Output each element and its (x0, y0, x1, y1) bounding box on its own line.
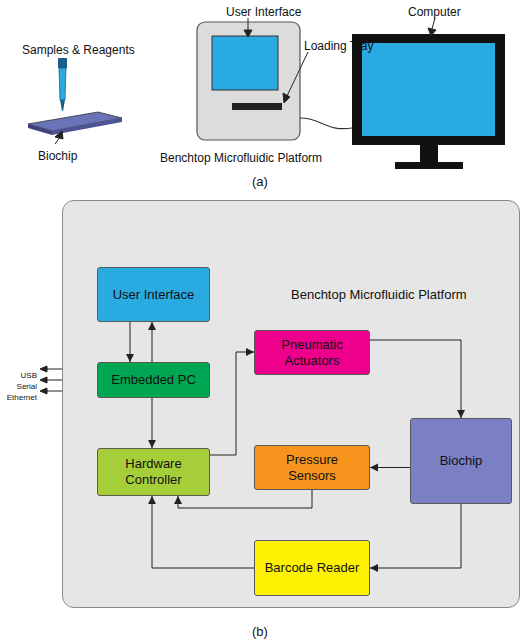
signal-arrow (210, 348, 254, 455)
figure-label: Computer (408, 5, 461, 19)
block-label: Pneumatic Actuators (261, 337, 363, 368)
figure-label: Benchtop Microfluidic Platform (160, 151, 322, 165)
block-label: Pressure Sensors (261, 452, 363, 483)
signal-arrow (370, 464, 410, 472)
signal-arrow (148, 496, 254, 568)
block-label: Barcode Reader (265, 560, 360, 576)
block-label: Hardware Controller (104, 456, 203, 487)
heading-slot: Benchtop Microfluidic Platform (291, 285, 467, 303)
arrow-head (370, 464, 378, 472)
arrow-head (457, 410, 465, 418)
port-label: USB (21, 371, 37, 380)
signal-arrow (148, 398, 156, 448)
label-slot: (a) (252, 172, 268, 190)
port-label: Serial (17, 382, 37, 391)
label-slot: USB (21, 364, 37, 382)
block-box: Hardware Controller (97, 448, 210, 496)
label-slot: User Interface (226, 2, 301, 20)
arrow-head (370, 564, 378, 572)
signal-arrow (370, 340, 465, 418)
block-label: Biochip (440, 453, 483, 469)
connector-line (370, 504, 461, 568)
block-label: Embedded PC (111, 372, 196, 388)
arrow-head (148, 496, 156, 504)
figure-label: User Interface (226, 5, 301, 19)
label-slot: Computer (408, 2, 461, 20)
signal-arrow (126, 322, 134, 362)
figure-label: Biochip (38, 149, 77, 163)
signal-arrow (370, 504, 461, 572)
signal-arrow (148, 322, 156, 362)
connector-line (152, 496, 254, 568)
connector-line (210, 352, 254, 455)
port-label: Ethernet (7, 393, 37, 402)
arrow-head (126, 354, 134, 362)
label-slot: Biochip (38, 146, 77, 164)
arrow-head (148, 440, 156, 448)
panel-tag: (b) (252, 624, 268, 639)
figure-label: Loading Tray (304, 39, 373, 53)
block-box: Barcode Reader (254, 540, 370, 596)
panel-heading: Benchtop Microfluidic Platform (291, 287, 467, 302)
arrow-head (174, 496, 182, 504)
platform-panel: Benchtop Microfluidic Platform User Inter… (62, 200, 520, 608)
connector-line (370, 340, 461, 418)
block-box: Pneumatic Actuators (254, 330, 370, 375)
panel-tag: (a) (252, 174, 268, 189)
block-label: User Interface (113, 287, 195, 303)
block-box: User Interface (97, 267, 210, 322)
block-box: Biochip (410, 418, 512, 504)
figure-label: Samples & Reagents (22, 43, 135, 57)
block-box: Pressure Sensors (254, 445, 370, 490)
arrow-head (148, 322, 156, 330)
label-slot: Loading Tray (304, 36, 373, 54)
label-slot: Samples & Reagents (22, 40, 135, 58)
arrow-head (246, 348, 254, 356)
label-slot: (b) (252, 622, 268, 640)
block-box: Embedded PC (97, 362, 210, 398)
label-slot: Benchtop Microfluidic Platform (160, 148, 322, 166)
